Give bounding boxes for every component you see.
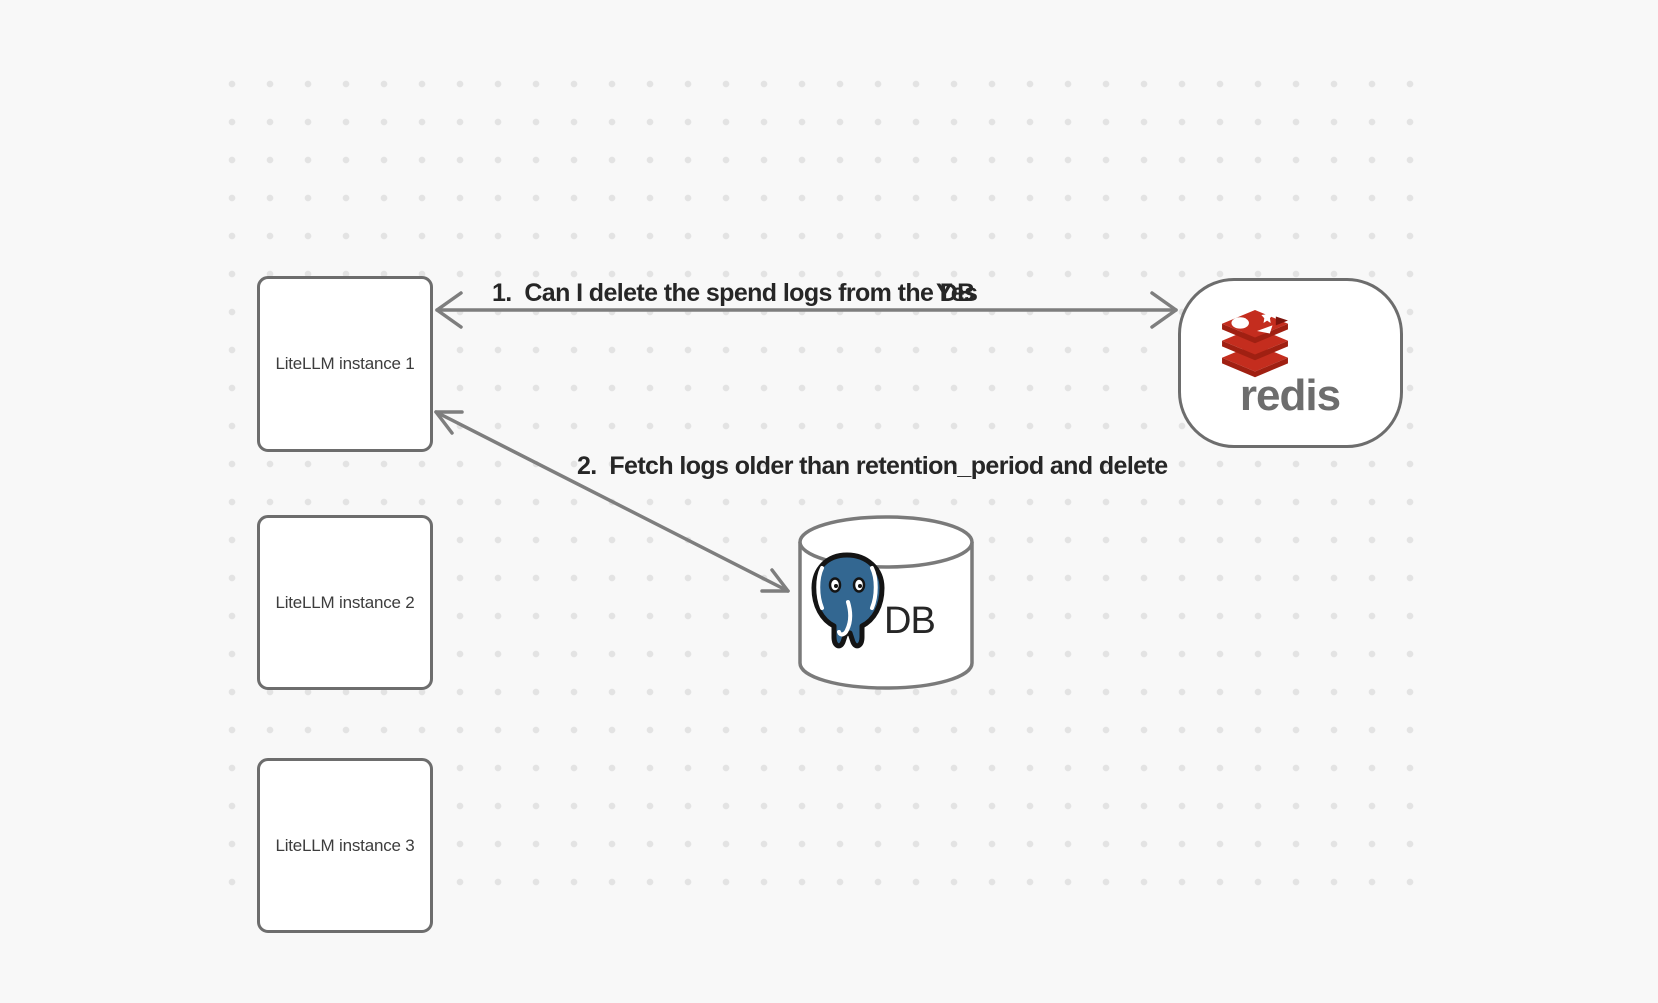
node-label: LiteLLM instance 2 (275, 592, 415, 612)
db-label: DB (884, 600, 936, 642)
redis-logo-icon (1222, 310, 1288, 378)
node-litellm-instance-2[interactable]: LiteLLM instance 2 (257, 515, 433, 690)
redis-wordmark: redis (1239, 371, 1341, 420)
redis-slab-top (1222, 310, 1288, 344)
node-litellm-instance-3[interactable]: LiteLLM instance 3 (257, 758, 433, 933)
node-litellm-instance-1[interactable]: LiteLLM instance 1 (257, 276, 433, 452)
edge2-label[interactable]: 2. Fetch logs older than retention_perio… (577, 452, 1168, 480)
node-redis[interactable]: redis (1178, 278, 1403, 448)
node-db[interactable]: DB (796, 515, 976, 691)
node-label: LiteLLM instance 1 (275, 354, 415, 373)
node-label: LiteLLM instance 3 (275, 835, 415, 855)
edge1-answer-label[interactable]: Yes (936, 279, 978, 307)
postgresql-elephant-icon (811, 552, 885, 649)
edge1-label[interactable]: 1. Can I delete the spend logs from the … (492, 279, 975, 307)
